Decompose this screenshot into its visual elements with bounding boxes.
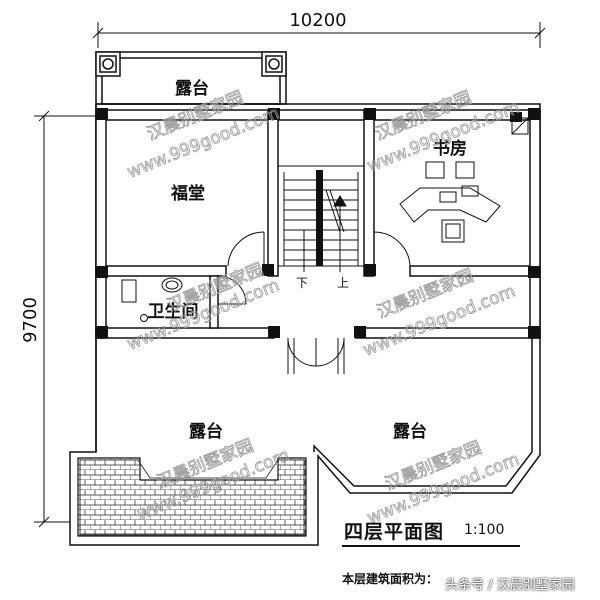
stair-up-label: 上: [337, 276, 349, 290]
stair-handrail: [316, 170, 323, 266]
title-underline: [342, 545, 520, 547]
bathroom-fixtures: [121, 277, 183, 322]
label-shrine-hall: 福堂: [170, 183, 205, 204]
source-credit: 头条号 / 汉晨别墅家园: [445, 578, 575, 593]
width-dimension: 10200: [289, 10, 346, 31]
label-top-terrace: 露台: [175, 78, 209, 99]
label-study: 书房: [433, 138, 467, 159]
door-swings: [217, 231, 411, 374]
plan-title: 四层平面图: [344, 521, 445, 543]
dimension-lines: [34, 22, 546, 528]
tiled-roof: [77, 457, 307, 537]
stair-down-label: 下: [296, 276, 308, 290]
plan-scale: 1:100: [464, 522, 505, 538]
height-dimension: 9700: [20, 297, 41, 343]
label-bathroom: 卫生间: [148, 301, 199, 322]
label-terrace-right: 露台: [393, 421, 427, 442]
study-furniture: [399, 117, 529, 243]
columns: [96, 108, 540, 338]
label-terrace-left: 露台: [189, 421, 223, 442]
area-note: 本层建筑面积为：: [342, 572, 439, 586]
